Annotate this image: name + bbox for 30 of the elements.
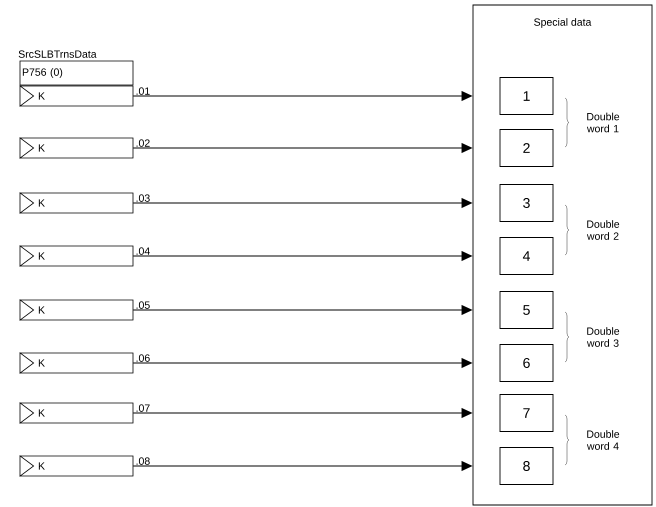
edge-label: .05 [136,301,150,309]
word-box: 6 [500,344,554,382]
connector-box: K [19,137,134,159]
word-box: 3 [500,184,554,222]
connector-box: K [19,192,134,214]
edge-label: .08 [136,457,150,465]
connector-box: K [19,352,134,374]
connector-box: K [19,299,134,321]
word-box: 1 [500,77,554,115]
parameter-box: P756 (0) [20,60,134,86]
brace-label: Double word 3 [586,327,620,347]
word-box: 5 [500,291,554,329]
edge-label: .04 [136,247,150,255]
word-box: 4 [500,237,554,275]
brace-label: Double word 4 [586,430,620,450]
word-box: 2 [500,129,554,167]
brace-label: Double word 1 [586,112,620,132]
brace-label: Double word 2 [586,220,620,240]
edge-label: .01 [136,87,150,95]
block-title: SrcSLBTrnsData [18,50,97,58]
edge-label: .02 [136,139,150,147]
edge-label: .06 [136,354,150,362]
word-box: 7 [500,394,554,432]
connector-box: K [19,455,134,477]
edge-label: .03 [136,194,150,202]
edge-label: .07 [136,404,150,412]
word-box: 8 [500,447,554,485]
connector-box: K [19,402,134,424]
connector-box: K [19,85,134,107]
connector-box: K [19,245,134,267]
